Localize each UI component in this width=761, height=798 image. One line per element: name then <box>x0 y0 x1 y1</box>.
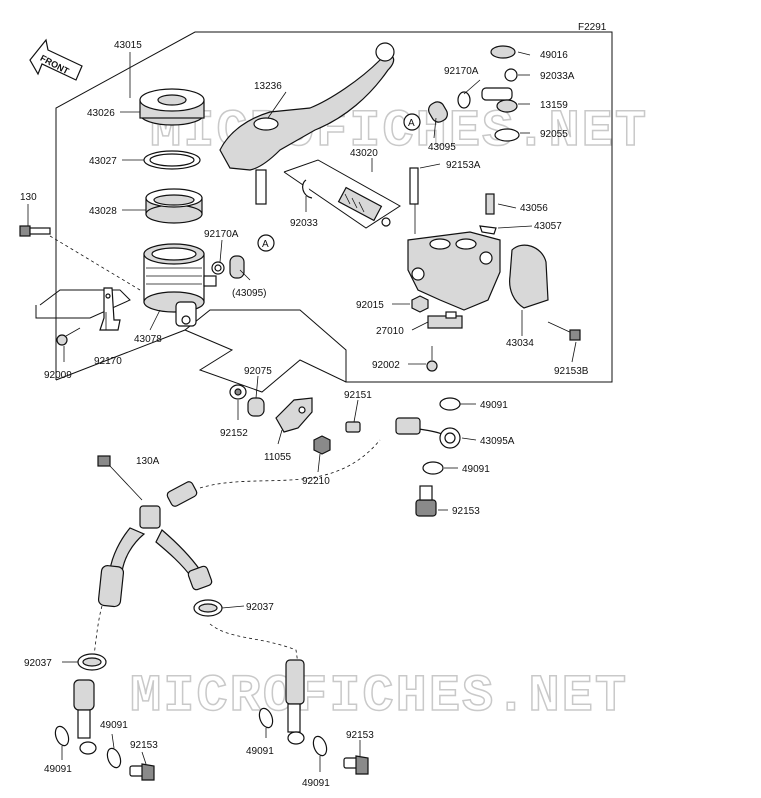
callout-92015: 92015 <box>356 300 384 311</box>
callout-43078: 43078 <box>134 334 162 345</box>
callout-92153A: 92153A <box>446 160 481 171</box>
screw-small <box>56 327 81 346</box>
callout-92075: 92075 <box>244 366 272 377</box>
callout-92037-left: 92037 <box>24 658 52 669</box>
callout-92153B: 92153B <box>554 366 589 377</box>
callout-leaders <box>27 51 577 772</box>
banjo-hose-fitting <box>395 417 461 449</box>
callout-92153-bl: 92153 <box>130 740 158 751</box>
callout-92151: 92151 <box>344 390 372 401</box>
bracket-clamp <box>99 287 121 331</box>
handlebar-clamp <box>509 244 581 341</box>
piston-assembly <box>283 159 401 229</box>
washer <box>439 397 476 411</box>
front-arrow-icon: FRONT <box>29 38 83 81</box>
nut <box>411 295 429 313</box>
callout-49091-r2: 49091 <box>462 464 490 475</box>
hose-clamp-left <box>77 653 107 671</box>
washer-bl1 <box>54 725 70 747</box>
callout-92210: 92210 <box>302 476 330 487</box>
callout-43095: 43095 <box>428 142 456 153</box>
callout-13236: 13236 <box>254 81 282 92</box>
banjo-fitting-mid <box>285 659 305 745</box>
callout-92170A-top: 92170A <box>444 66 479 77</box>
callout-43028: 43028 <box>89 206 117 217</box>
callout-92170: 92170 <box>94 356 122 367</box>
callout-92152: 92152 <box>220 428 248 439</box>
svg-text:A: A <box>408 118 415 129</box>
callout-43026: 43026 <box>87 108 115 119</box>
callout-92153-bm: 92153 <box>346 730 374 741</box>
mounting-bracket <box>275 397 313 433</box>
callout-130: 130 <box>20 192 37 203</box>
callout-92033A: 92033A <box>540 71 575 82</box>
callout-49091-mid: 49091 <box>480 400 508 411</box>
ref-marker-right: A <box>403 113 421 131</box>
callout-13159: 13159 <box>540 100 568 111</box>
callout-92009: 92009 <box>44 370 72 381</box>
ref-marker-left: A <box>257 234 275 252</box>
callout-92033: 92033 <box>290 218 318 229</box>
reservoir-cap <box>120 88 205 126</box>
brake-switch <box>427 311 463 329</box>
bolt-long <box>19 225 141 291</box>
banjo-fitting-left <box>73 679 97 755</box>
callout-92037-mid: 92037 <box>246 602 274 613</box>
callout-27010: 27010 <box>376 326 404 337</box>
reservoir-subgroup-outline <box>35 289 131 319</box>
hose-clamp-small <box>211 255 245 279</box>
banjo-bolt-right <box>415 485 437 517</box>
washer-right <box>422 461 444 475</box>
reservoir-tank <box>143 243 217 327</box>
washer-bm2 <box>312 735 328 757</box>
callout-92153-right: 92153 <box>452 506 480 517</box>
callout-43027: 43027 <box>89 156 117 167</box>
callout-49091-bl1: 49091 <box>44 764 72 775</box>
banjo-bolt-bm <box>343 755 369 775</box>
brake-hose-assembly <box>93 439 381 665</box>
diaphragm <box>122 188 203 224</box>
brake-lever <box>219 42 395 205</box>
seal-ring <box>122 150 201 170</box>
collar <box>229 384 247 400</box>
callout-49091-bm2: 49091 <box>302 778 330 789</box>
callout-92055: 92055 <box>540 129 568 140</box>
callout-43020: 43020 <box>350 148 378 159</box>
callout-43056: 43056 <box>520 203 548 214</box>
callout-130A: 130A <box>136 456 160 467</box>
washer-bm1 <box>258 707 274 729</box>
callout-43015: 43015 <box>114 40 142 51</box>
callout-49016: 49016 <box>540 50 568 61</box>
switch-screw <box>426 346 438 372</box>
callout-43034: 43034 <box>506 338 534 349</box>
master-cylinder-body <box>407 167 501 311</box>
bracket-bolt <box>345 421 361 433</box>
callout-92002: 92002 <box>372 360 400 371</box>
banjo-bolt-bl <box>129 763 155 781</box>
lower-subgroup-outline <box>184 329 347 393</box>
bleeder-valve <box>479 193 497 235</box>
callout-43095A: 43095A <box>480 436 515 447</box>
callout-11055: 11055 <box>264 452 292 463</box>
watermark-bottom: MICROFICHES.NET <box>130 667 628 726</box>
svg-text:A: A <box>262 239 269 250</box>
callout-43057: 43057 <box>534 221 562 232</box>
figure-code: F2291 <box>578 22 607 33</box>
callout-49091-bl2: 49091 <box>100 720 128 731</box>
reservoir-fitting <box>428 45 520 142</box>
hose-clamp-mid <box>193 599 223 617</box>
washer-bl2 <box>106 747 122 769</box>
bracket-nut <box>313 435 331 455</box>
callout-43095-paren: (43095) <box>232 288 266 299</box>
grommet <box>247 397 265 417</box>
callout-92170A-left: 92170A <box>204 229 239 240</box>
bracket-bolt-long <box>97 455 143 501</box>
callout-49091-bm: 49091 <box>246 746 274 757</box>
